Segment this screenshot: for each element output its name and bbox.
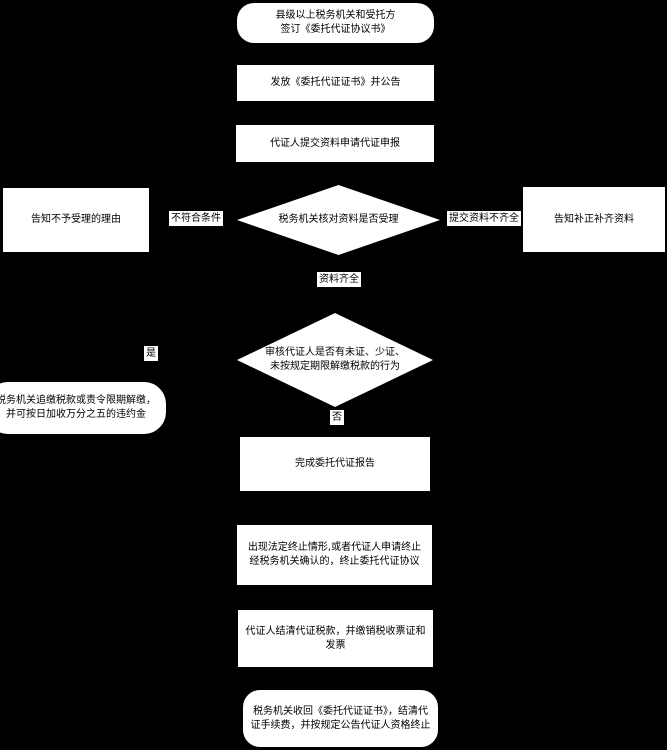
node-notify-supplement-label: 告知补正补齐资料 [554, 213, 634, 225]
node-terminate-agreement: 出现法定终止情形,或者代证人申请终止 经税务机关确认的，终止委托代证协议 [237, 525, 432, 585]
node-check-materials-label: 税务机关核对资料是否受理 [278, 214, 399, 225]
node-end-qualification: 税务机关收回《委托代证证书》，结清代 证手续费，并按规定公告代证人资格终止 [243, 690, 438, 747]
node-sign-agreement-line1: 县级以上税务机关和受托方 [275, 10, 396, 21]
node-issue-certificate-label: 发放《委托代证证书》并公告 [270, 77, 401, 88]
node-settle-tax-line1: 代证人结清代证税款，并缴销税收票证和 [245, 625, 426, 637]
edge-label-not-qualified: 不符合条件 [169, 211, 223, 226]
edge-label-yes: 是 [144, 346, 158, 361]
edge-label-no: 否 [330, 410, 344, 425]
node-terminate-agreement-line2: 经税务机关确认的，终止委托代证协议 [249, 556, 420, 567]
node-check-materials-decision: 税务机关核对资料是否受理 [237, 185, 440, 255]
node-sign-agreement: 县级以上税务机关和受托方 签订《委托代证协议书》 [237, 3, 434, 43]
edge-label-materials-incomplete: 提交资料不齐全 [447, 211, 521, 226]
node-submit-materials: 代证人提交资料申请代证申报 [236, 125, 434, 162]
node-complete-report-label: 完成委托代证报告 [295, 458, 375, 469]
node-complete-report: 完成委托代证报告 [240, 437, 430, 491]
node-notify-supplement: 告知补正补齐资料 [523, 187, 665, 252]
node-audit-agent-decision: 审核代证人是否有未证、少证、 未按规定期限解缴税款的行为 [237, 313, 433, 407]
node-recover-tax: 税务机关追缴税款或责令限期解缴， 并可按日加收万分之五的违约金 [0, 382, 166, 434]
node-notify-rejection-label: 告知不予受理的理由 [31, 214, 121, 225]
node-settle-tax: 代证人结清代证税款，并缴销税收票证和 发票 [238, 610, 433, 667]
node-end-qualification-line2: 证手续费，并按规定公告代证人资格终止 [250, 719, 431, 731]
node-submit-materials-label: 代证人提交资料申请代证申报 [270, 137, 400, 149]
node-audit-agent-line1: 审核代证人是否有未证、少证、 [265, 347, 405, 358]
node-issue-certificate: 发放《委托代证证书》并公告 [237, 65, 434, 101]
node-terminate-agreement-line1: 出现法定终止情形,或者代证人申请终止 [247, 542, 422, 553]
node-end-qualification-line1: 税务机关收回《委托代证证书》，结清代 [253, 705, 428, 717]
node-sign-agreement-line2: 签订《委托代证协议书》 [280, 24, 391, 35]
node-settle-tax-line2: 发票 [325, 639, 346, 651]
node-recover-tax-line1: 税务机关追缴税款或责令限期解缴， [0, 395, 156, 406]
node-notify-rejection: 告知不予受理的理由 [3, 188, 149, 252]
node-audit-agent-line2: 未按规定期限解缴税款的行为 [270, 361, 400, 372]
node-recover-tax-line2: 并可按日加收万分之五的违约金 [6, 409, 146, 420]
edge-label-materials-complete: 资料齐全 [317, 272, 361, 287]
